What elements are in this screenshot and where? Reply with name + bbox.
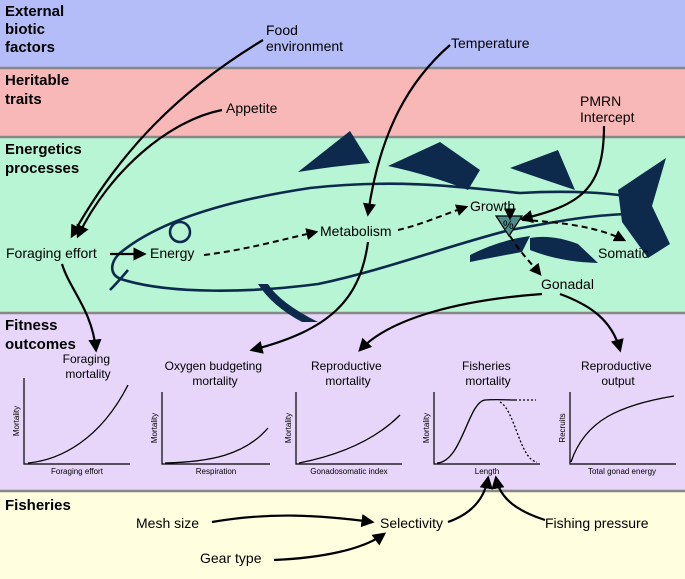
fish-barbel	[109, 269, 129, 291]
panel-title: Fisheries mortality	[462, 359, 514, 388]
panel-curve	[298, 414, 401, 464]
arrow-foraging-to-mortality	[60, 263, 102, 353]
label-percent: %	[503, 218, 514, 232]
fisheries-title: Fisheries	[5, 497, 71, 514]
label-fishing-pressure: Fishing pressure	[545, 515, 649, 531]
arrow-pressure-to-length	[491, 475, 546, 522]
label-energy: Energy	[150, 245, 194, 261]
panel-axes	[23, 378, 130, 465]
anal-fin	[530, 236, 598, 263]
arrow-appetite-to-foraging	[76, 108, 223, 239]
panel-reproductive-mortality: Reproductive mortality Gonadosomatic ind…	[284, 359, 402, 476]
panel-curve	[27, 384, 129, 464]
dorsal-fin-3	[510, 150, 575, 190]
external-factors-band	[0, 0, 685, 68]
label-mesh-size: Mesh size	[136, 515, 199, 531]
arrow-metabolism-to-oxygen	[249, 241, 370, 354]
label-somatic: Somatic	[598, 245, 649, 261]
dorsal-fin-1	[298, 131, 370, 172]
label-gear-type: Gear type	[200, 550, 262, 566]
arrow-energy-to-metabolism	[203, 228, 319, 256]
panel-foraging-mortality: Foraging mortality Foraging effort Morta…	[12, 352, 130, 476]
arrow-to-somatic	[521, 219, 627, 242]
fisheries-arrows	[211, 475, 546, 562]
arrow-metabolism-to-growth	[397, 204, 469, 231]
y-axis-label: Mortality	[150, 413, 159, 443]
panel-title: Foraging mortality	[63, 352, 114, 381]
panel-axes	[569, 392, 676, 465]
heritable-traits-title: Heritable traits	[5, 72, 73, 108]
panel-fisheries-mortality: Fisheries mortality Length Mortality	[422, 359, 540, 476]
y-axis-label: Mortality	[422, 413, 431, 443]
y-axis-label: Recruits	[558, 413, 567, 442]
label-appetite: Appetite	[226, 100, 278, 116]
panel-curve	[164, 427, 269, 464]
panel-oxygen-mortality: Oxygen budgeting mortality Respiration M…	[150, 359, 270, 476]
tail-fin	[618, 158, 670, 258]
arrow-pmrn-to-triangle	[519, 125, 606, 223]
x-axis-label: Length	[475, 467, 499, 476]
arrow-gonadal-to-reproductive-output	[559, 292, 624, 353]
arrow-gonadal-to-reproductive-mortality	[358, 292, 543, 352]
fitness-outcomes-title: Fitness outcomes	[5, 317, 76, 353]
label-metabolism: Metabolism	[320, 223, 392, 239]
fisheries-band	[0, 491, 685, 579]
label-foraging-effort: Foraging effort	[6, 245, 97, 261]
panel-title: Reproductive output	[581, 359, 655, 388]
label-selectivity: Selectivity	[380, 515, 443, 531]
panel-title: Oxygen budgeting mortality	[165, 359, 266, 388]
arrow-selectivity-to-length	[447, 475, 493, 524]
panel-reproductive-output: Reproductive output Total gonad energy R…	[558, 359, 676, 476]
arrow-temperature-to-metabolism	[362, 44, 451, 217]
fish-illustration	[109, 131, 670, 322]
fish-eye	[168, 220, 192, 244]
energetics-processes-title: Energetics processes	[5, 141, 86, 177]
dorsal-fin-2	[388, 142, 480, 190]
fish-body-outline	[110, 182, 642, 292]
arrow-to-gonadal	[509, 235, 542, 276]
x-axis-label: Gonadosomatic index	[310, 467, 387, 476]
arrow-mesh-to-selectivity	[211, 514, 375, 528]
panel-curve-dome	[499, 401, 538, 463]
external-factors-title: External biotic factors	[5, 3, 68, 56]
x-axis-label: Total gonad energy	[588, 467, 656, 476]
y-axis-label: Mortality	[284, 413, 293, 443]
panel-title: Reproductive mortality	[311, 359, 385, 388]
label-gonadal: Gonadal	[541, 276, 594, 292]
arrows	[60, 39, 627, 354]
label-temperature: Temperature	[451, 35, 530, 51]
heritable-traits-band	[0, 68, 685, 137]
fitness-panels: Foraging mortality Foraging effort Morta…	[12, 352, 676, 476]
pelvic-fin	[258, 284, 318, 322]
label-growth: Growth	[470, 198, 515, 214]
panel-axes	[161, 392, 270, 465]
label-pmrn-intercept: PMRN Intercept	[580, 93, 635, 125]
arrow-food-to-foraging	[70, 39, 264, 239]
y-axis-label: Mortality	[12, 406, 21, 436]
panel-curve	[570, 395, 675, 463]
lower-fin	[470, 236, 530, 262]
panel-axes	[295, 392, 402, 465]
arrow-gear-to-selectivity	[273, 532, 387, 562]
energetics-processes-band	[0, 137, 685, 313]
x-axis-label: Respiration	[196, 467, 236, 476]
panel-axes	[433, 392, 540, 465]
panel-curve-selectivity	[436, 398, 516, 464]
x-axis-label: Foraging effort	[51, 467, 104, 476]
label-food-environment: Food environment	[266, 22, 343, 54]
